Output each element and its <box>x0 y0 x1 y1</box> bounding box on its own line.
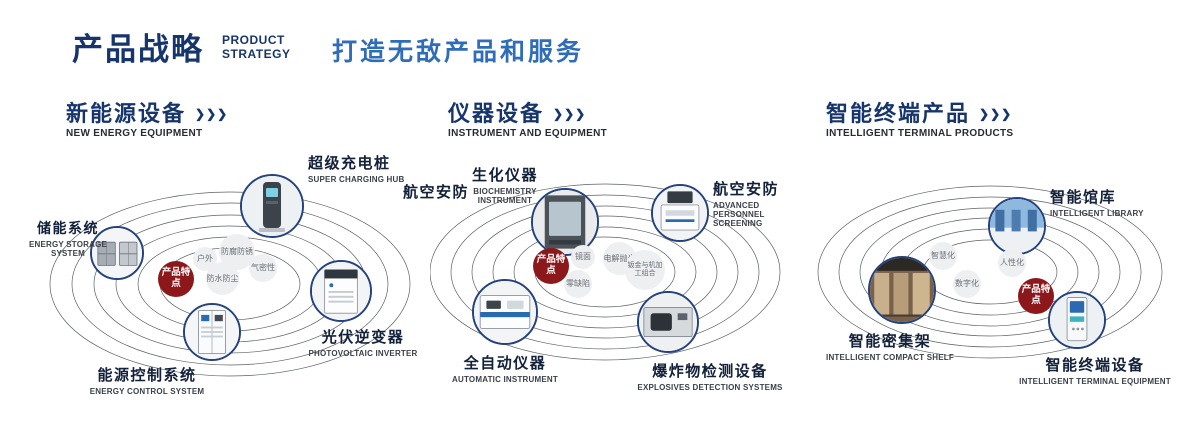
section-intelligent-terminal: 智能终端产品 ❯❯❯ INTELLIGENT TERMINAL PRODUCTS <box>810 92 1200 422</box>
label-super-charging-hub: 超级充电桩 SUPER CHARGING HUB <box>308 155 405 184</box>
label-personnel-screening: 航空安防 ADVANCED PERSONNEL SCREENING <box>713 181 780 228</box>
section-new-energy-equipment: 新能源设备 ❯❯❯ NEW ENERGY EQUIPMENT <box>20 92 440 422</box>
product-features-badge: 产品特点 <box>1018 278 1054 314</box>
automatic-instrument-image <box>474 281 536 343</box>
feature-bubble: 数字化 <box>953 270 981 298</box>
node-explosives-detection <box>637 291 699 353</box>
chevrons-icon: ❯❯❯ <box>553 106 587 121</box>
chevrons-icon: ❯❯❯ <box>195 106 229 121</box>
page-subtitle: PRODUCT STRATEGY <box>222 33 290 62</box>
feature-bubble: 智慧化 <box>929 242 957 270</box>
feature-bubble: 人性化 <box>998 249 1026 277</box>
terminal-kiosk-image <box>1050 293 1104 347</box>
label-energy-storage: 储能系统 ENERGY STORAGE SYSTEM <box>28 220 108 258</box>
section-subtitle-new-energy: NEW ENERGY EQUIPMENT <box>66 128 203 139</box>
page-subtitle-line1: PRODUCT <box>222 33 285 47</box>
control-cabinet-image <box>185 305 239 359</box>
node-energy-storage <box>90 226 144 280</box>
section-subtitle-intelligent: INTELLIGENT TERMINAL PRODUCTS <box>826 128 1014 139</box>
feature-bubble: 气密性 <box>249 254 277 282</box>
label-intelligent-terminal-equipment: 智能终端设备 INTELLIGENT TERMINAL EQUIPMENT <box>1019 357 1171 386</box>
product-features-badge: 产品特点 <box>533 248 569 284</box>
node-photovoltaic-inverter <box>310 260 372 322</box>
node-biochemistry-instrument <box>531 188 599 256</box>
label-biochemistry-instrument: 生化仪器 BIOCHEMISTRY INSTRUMENT <box>471 167 538 205</box>
label-intelligent-compact-shelf: 智能密集架 INTELLIGENT COMPACT SHELF <box>826 333 954 362</box>
inverter-cabinet-image <box>312 262 370 320</box>
page-tagline: 打造无敌产品和服务 <box>332 38 585 66</box>
compact-shelf-room-image <box>870 258 934 322</box>
side-label-aviation-security: 航空安防 <box>403 184 470 201</box>
node-energy-control-system <box>183 303 241 361</box>
label-explosives-detection: 爆炸物检测设备 EXPLOSIVES DETECTION SYSTEMS <box>637 363 783 392</box>
charging-pile-image <box>242 176 302 236</box>
chevrons-icon: ❯❯❯ <box>979 106 1013 121</box>
section-title-instrument: 仪器设备 ❯❯❯ <box>448 101 587 126</box>
node-intelligent-library <box>988 197 1046 255</box>
section-instrument-equipment: 仪器设备 ❯❯❯ INSTRUMENT AND EQUIPMENT <box>400 92 810 422</box>
node-intelligent-compact-shelf <box>868 256 936 324</box>
feature-bubble: 钣金与机加工组合 <box>625 250 665 290</box>
energy-storage-cabinets-image <box>92 228 142 278</box>
node-super-charging-hub <box>240 174 304 238</box>
node-automatic-instrument <box>472 279 538 345</box>
section-title-new-energy: 新能源设备 ❯❯❯ <box>66 101 229 126</box>
feature-bubble: 防水防尘 <box>206 262 239 295</box>
feature-bubble: 零缺陷 <box>564 270 592 298</box>
section-subtitle-instrument: INSTRUMENT AND EQUIPMENT <box>448 128 608 139</box>
node-personnel-screening <box>651 184 709 242</box>
node-intelligent-terminal-equipment <box>1048 291 1106 349</box>
page-subtitle-line2: STRATEGY <box>222 47 291 62</box>
feature-bubble: 镜面 <box>571 245 595 269</box>
label-energy-control-system: 能源控制系统 ENERGY CONTROL SYSTEM <box>89 367 205 396</box>
section-title-intelligent: 智能终端产品 ❯❯❯ <box>826 101 1013 126</box>
intelligent-library-room-image <box>990 199 1044 253</box>
label-intelligent-library: 智能馆库 INTELLIGENT LIBRARY <box>1050 189 1144 218</box>
label-automatic-instrument: 全自动仪器 AUTOMATIC INSTRUMENT <box>452 355 558 384</box>
page-title: 产品战略 <box>72 32 204 67</box>
label-photovoltaic-inverter: 光伏逆变器 PHOTOVOLTAIC INVERTER <box>308 329 418 358</box>
explosives-detector-image <box>639 293 697 351</box>
product-features-badge: 产品特点 <box>158 261 194 297</box>
biochemistry-analyzer-image <box>533 190 597 254</box>
personnel-screening-machine-image <box>653 186 707 240</box>
